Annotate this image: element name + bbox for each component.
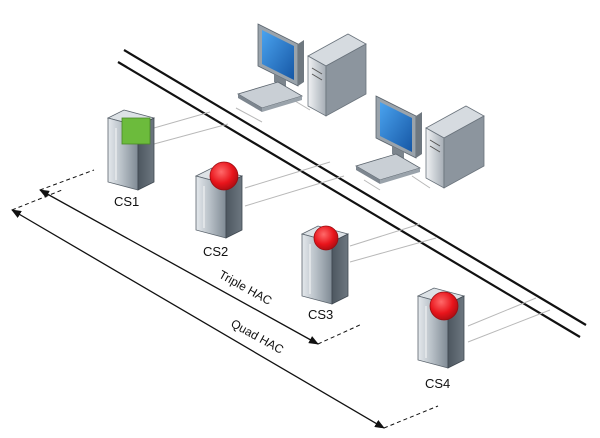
- server-label-cs2: CS2: [203, 244, 228, 259]
- green-square-status-icon: [121, 117, 151, 145]
- triple-hac-label: Triple HAC: [217, 267, 275, 308]
- workstation-1: [237, 23, 367, 117]
- server-cs3: [300, 225, 350, 305]
- desktop-computer-icon: [237, 23, 367, 117]
- network-backbone: [117, 49, 587, 338]
- quad-hac-label: Quad HAC: [229, 316, 287, 357]
- workstation-2: [355, 95, 485, 189]
- server-label-cs3: CS3: [308, 307, 333, 322]
- desktop-computer-icon: [355, 95, 485, 189]
- red-circle-status-icon: [313, 225, 339, 251]
- red-circle-status-icon: [429, 291, 459, 321]
- server-label-cs4: CS4: [425, 376, 450, 391]
- server-label-cs1: CS1: [114, 194, 139, 209]
- server-cs2: [194, 161, 244, 239]
- server-cs1: [106, 109, 156, 191]
- red-circle-status-icon: [209, 161, 239, 191]
- server-cs4: [416, 287, 466, 369]
